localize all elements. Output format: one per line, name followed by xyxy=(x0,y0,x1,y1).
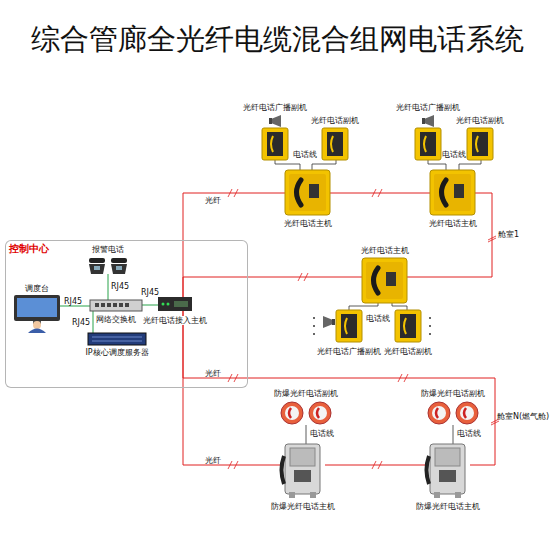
device-label: 光纤电话副机 xyxy=(384,347,432,356)
edge-label: 电话线 xyxy=(310,429,334,438)
edge-label: 光纤 xyxy=(205,456,221,465)
phone-wire xyxy=(459,160,481,170)
device-label: 光纤电话主机 xyxy=(284,219,332,228)
edge-label: RJ45 xyxy=(141,288,159,297)
phone-wire xyxy=(453,425,454,444)
rj45-cable xyxy=(108,274,109,300)
device-label: 光纤电话广播副机 xyxy=(396,103,460,112)
phone-wire xyxy=(428,160,446,170)
fiber-line xyxy=(183,193,285,297)
device-label: 光纤电话主机 xyxy=(429,219,477,228)
fiber-line xyxy=(183,311,280,465)
edge-label: 电话线 xyxy=(457,429,481,438)
group-title: 控制中心 xyxy=(9,243,49,254)
control-center-box: 控制中心报警电话调度台网络交换机光纤电话接入主机IP核心调度服务器 xyxy=(5,240,248,388)
main-phone: 光纤电话主机 xyxy=(430,170,475,215)
edge-label: RJ45 xyxy=(72,318,90,327)
device-label: IP核心调度服务器 xyxy=(85,348,148,357)
device-label: 光纤电话广播副机 xyxy=(243,103,307,112)
phone-wire xyxy=(349,303,378,310)
edge-label: RJ45 xyxy=(64,297,82,306)
rj45-cable xyxy=(93,311,94,333)
phone-wire xyxy=(306,425,307,444)
device-label: 网络交换机 xyxy=(96,315,136,324)
broadcast-sub-phone: 光纤电话广播副机 xyxy=(336,310,362,342)
edge-label: 电话线 xyxy=(366,314,390,323)
device-label: 光纤电话接入主机 xyxy=(142,316,208,325)
edge-label: 电话线 xyxy=(442,150,466,159)
alarm-phone: 报警电话 xyxy=(86,256,130,274)
diagram-title: 综合管廊全光纤电缆混合组网电话系统 xyxy=(0,22,554,56)
device-label: 报警电话 xyxy=(92,245,124,254)
compartment-label: 舱室1 xyxy=(498,230,519,239)
sub-phone: 光纤电话副机 xyxy=(467,128,493,160)
edge-label: 光纤 xyxy=(205,196,221,205)
device-label: 光纤电话副机 xyxy=(311,116,359,125)
sub-phone: 光纤电话副机 xyxy=(322,128,348,160)
sub-phone: 光纤电话副机 xyxy=(395,310,421,342)
device-label: 防爆光纤电话副机 xyxy=(421,389,485,398)
explosion-proof-main-phone: 防爆光纤电话主机 xyxy=(425,444,470,494)
fiber-line xyxy=(183,311,495,465)
device-label: 光纤电话副机 xyxy=(456,116,504,125)
edge-label: RJ45 xyxy=(111,282,129,291)
edge-label: 电话线 xyxy=(293,150,317,159)
explosion-proof-sub-phones: 防爆光纤电话副机 xyxy=(278,401,334,425)
broadcast-sub-phone: 光纤电话广播副机 xyxy=(415,128,441,160)
phone-wire xyxy=(392,303,407,310)
fiber-line xyxy=(325,465,425,466)
device-label: 光纤电话主机 xyxy=(361,246,409,255)
phone-wire xyxy=(275,160,300,170)
main-phone: 光纤电话主机 xyxy=(285,170,330,215)
explosion-proof-sub-phones: 防爆光纤电话副机 xyxy=(425,401,481,425)
broadcast-sub-phone: 光纤电话广播副机 xyxy=(262,128,288,160)
network-switch: 网络交换机 xyxy=(90,300,142,311)
fiber-line xyxy=(183,277,362,297)
fiber-access-host: 光纤电话接入主机 xyxy=(158,297,192,311)
device-label: 调度台 xyxy=(25,284,49,293)
device-label: 光纤电话广播副机 xyxy=(317,347,381,356)
phone-wire xyxy=(312,160,336,170)
rj45-cable xyxy=(142,305,158,306)
compartment-label: 舱室N(燃气舱) xyxy=(497,412,549,421)
edge-label: 光纤 xyxy=(205,369,221,378)
device-label: 防爆光纤电话主机 xyxy=(416,502,480,511)
main-phone: 光纤电话主机 xyxy=(362,258,407,303)
ip-dispatch-server: IP核心调度服务器 xyxy=(88,333,146,345)
device-label: 防爆光纤电话主机 xyxy=(271,502,335,511)
dispatch-console: 调度台 xyxy=(14,295,60,333)
explosion-proof-main-phone: 防爆光纤电话主机 xyxy=(280,444,325,494)
device-label: 防爆光纤电话副机 xyxy=(274,389,338,398)
